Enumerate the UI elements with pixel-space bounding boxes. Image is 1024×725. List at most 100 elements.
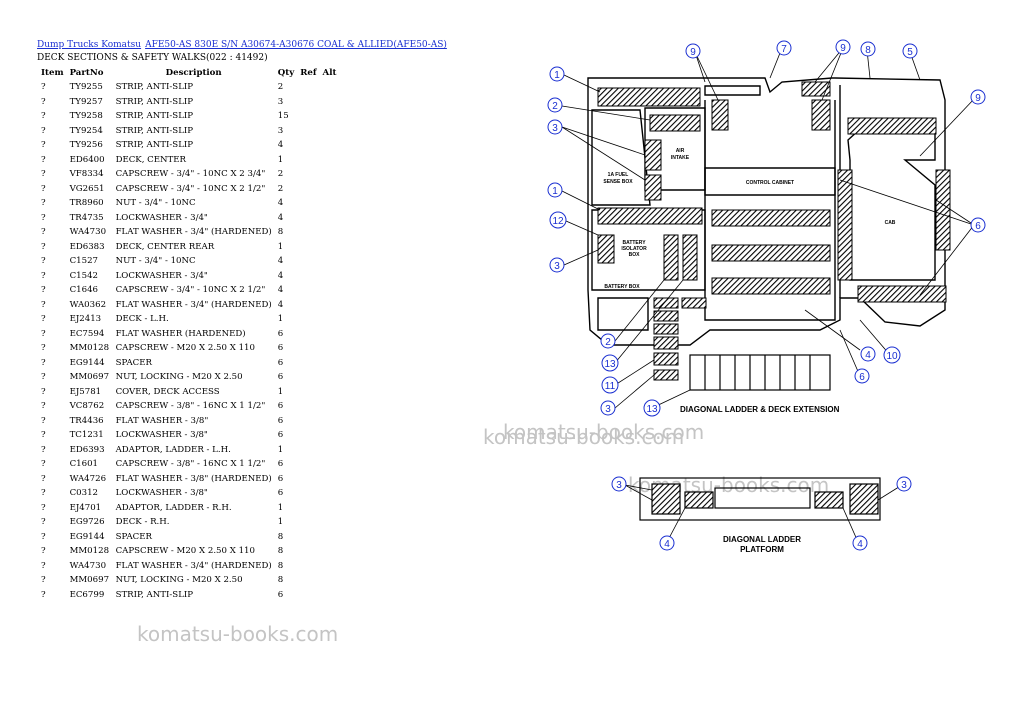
cell-item: ? <box>41 314 46 325</box>
cell-description: LOCKWASHER - 3/8" <box>115 488 208 499</box>
cell-partno: C0312 <box>69 488 99 499</box>
callout: 9 <box>835 39 851 55</box>
cell-ref <box>297 530 319 545</box>
svg-text:8: 8 <box>865 45 871 56</box>
cell-description: CAPSCREW - 3/4" - 10NC X 2 1/2" <box>115 285 266 296</box>
callout: 13 <box>643 399 661 417</box>
breadcrumb-link-category[interactable]: Dump Trucks Komatsu <box>37 40 142 50</box>
cell-alt <box>320 211 340 226</box>
cell-alt <box>320 399 340 414</box>
cell-alt <box>320 356 340 371</box>
cell-qty: 1 <box>277 517 284 528</box>
breadcrumb-link-model[interactable]: AFE50-AS 830E S/N A30674-A30676 COAL & A… <box>145 40 447 50</box>
cell-item: ? <box>41 154 46 165</box>
cell-description: FLAT WASHER - 3/8" (HARDENED) <box>115 473 272 484</box>
svg-text:3: 3 <box>605 404 611 415</box>
cell-ref <box>297 472 319 487</box>
svg-text:9: 9 <box>975 93 981 104</box>
callout: 3 <box>547 119 563 135</box>
cell-description: NUT, LOCKING - M20 X 2.50 <box>115 575 243 586</box>
cell-partno: WA0362 <box>69 299 107 310</box>
cell-description: NUT, LOCKING - M20 X 2.50 <box>115 372 243 383</box>
cell-item: ? <box>41 560 46 571</box>
svg-text:3: 3 <box>901 480 907 491</box>
cell-ref <box>297 225 319 240</box>
cell-item: ? <box>41 343 46 354</box>
callout: 3 <box>896 476 912 492</box>
watermark: komatsu-books.com <box>137 622 339 646</box>
cell-partno: VG2651 <box>69 183 105 194</box>
cell-partno: C1527 <box>69 256 99 267</box>
cell-alt <box>320 196 340 211</box>
caption-ladder-deck-extension: DIAGONAL LADDER & DECK EXTENSION <box>680 405 840 414</box>
cell-item: ? <box>41 430 46 441</box>
cell-description: NUT - 3/4" - 10NC <box>115 256 196 267</box>
cell-ref <box>297 414 319 429</box>
cell-partno: MM0697 <box>69 575 110 586</box>
cell-item: ? <box>41 575 46 586</box>
cell-partno: EJ4701 <box>69 502 102 513</box>
cell-partno: TY9257 <box>69 96 103 107</box>
cell-partno: TR4436 <box>69 415 104 426</box>
cell-description: CAPSCREW - 3/8" - 16NC X 1 1/2" <box>115 401 266 412</box>
cell-qty: 8 <box>277 560 284 571</box>
cell-ref <box>297 312 319 327</box>
callout: 8 <box>860 41 876 57</box>
cell-qty: 1 <box>277 502 284 513</box>
cell-qty: 3 <box>277 96 284 107</box>
cell-alt <box>320 501 340 516</box>
cell-alt <box>320 588 340 603</box>
svg-text:13: 13 <box>646 404 658 415</box>
cell-qty: 6 <box>277 401 284 412</box>
diagonal-ladder <box>689 354 831 391</box>
cell-ref <box>297 211 319 226</box>
cell-alt <box>320 530 340 545</box>
svg-text:13: 13 <box>604 359 616 370</box>
cell-partno: MM0697 <box>69 372 110 383</box>
cell-partno: ED6400 <box>69 154 105 165</box>
cell-item: ? <box>41 111 46 122</box>
callout: 3 <box>549 257 565 273</box>
cell-qty: 6 <box>277 415 284 426</box>
cell-description: STRIP, ANTI-SLIP <box>115 82 194 93</box>
cell-item: ? <box>41 488 46 499</box>
cell-qty: 2 <box>277 82 284 93</box>
cell-partno: ED6393 <box>69 444 105 455</box>
cell-ref <box>297 428 319 443</box>
cell-qty: 6 <box>277 459 284 470</box>
cell-qty: 1 <box>277 154 284 165</box>
cell-partno: TC1231 <box>69 430 104 441</box>
cell-ref <box>297 559 319 574</box>
cell-description: FLAT WASHER (HARDENED) <box>115 328 246 339</box>
cell-description: STRIP, ANTI-SLIP <box>115 140 194 151</box>
cell-alt <box>320 486 340 501</box>
cell-alt <box>320 559 340 574</box>
cell-item: ? <box>41 227 46 238</box>
leader-lines <box>561 47 976 543</box>
table-header-row: Item PartNo Description Qty Ref Alt <box>37 66 339 80</box>
label-air-intake: AIR <box>676 148 685 154</box>
cell-alt <box>320 138 340 153</box>
cell-description: STRIP, ANTI-SLIP <box>115 125 194 136</box>
cell-description: LOCKWASHER - 3/4" <box>115 270 208 281</box>
cell-description: CAPSCREW - 3/4" - 10NC X 2 1/2" <box>115 183 266 194</box>
cell-qty: 4 <box>277 140 284 151</box>
cell-qty: 1 <box>277 444 284 455</box>
cell-partno: VF8334 <box>69 169 104 180</box>
cell-alt <box>320 153 340 168</box>
cell-partno: TY9254 <box>69 125 103 136</box>
cell-ref <box>297 588 319 603</box>
cell-item: ? <box>41 401 46 412</box>
caption-platform-line2: PLATFORM <box>740 545 784 554</box>
